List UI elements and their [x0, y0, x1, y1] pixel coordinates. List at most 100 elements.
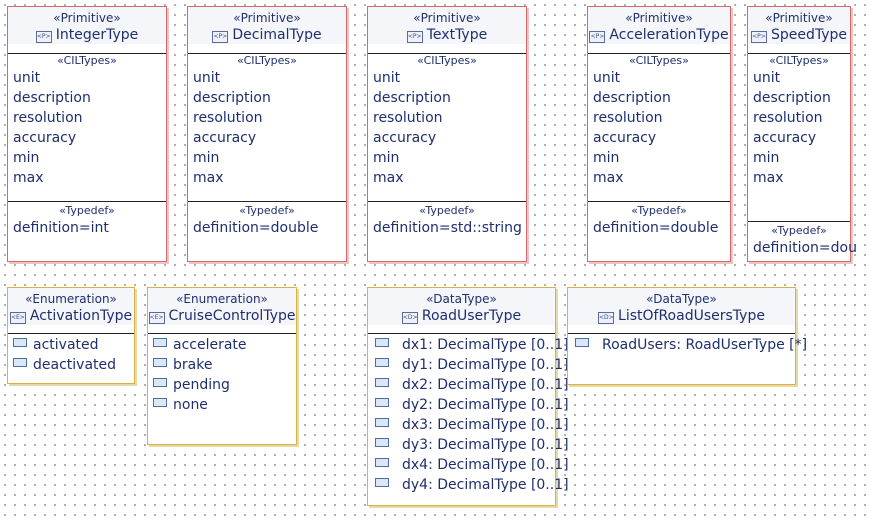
stereotype-label: «Primitive»: [413, 11, 481, 25]
typedef-definition[interactable]: definition=dou: [753, 240, 857, 256]
compartment-stereotype: «Typedef»: [419, 204, 475, 217]
class-name: IntegerType: [55, 27, 139, 43]
attribute-compartment: «CILTypes» unit description resolution a…: [588, 53, 730, 201]
typedef-definition[interactable]: definition=double: [193, 220, 319, 236]
primitive-decimal-type[interactable]: «Primitive» <P>DecimalType «CILTypes» un…: [187, 6, 347, 262]
attribute[interactable]: min: [373, 150, 400, 166]
attribute[interactable]: resolution: [373, 110, 443, 126]
typedef-compartment: «Typedef» definition=double: [188, 201, 346, 238]
attribute[interactable]: unit: [373, 70, 401, 86]
stereotype-label: «Primitive»: [765, 11, 833, 25]
property[interactable]: dy3: DecimalType [0..1]: [368, 435, 569, 455]
class-header: «DataType» <D>ListOfRoadUsersType: [568, 288, 795, 325]
compartment-stereotype: «CILTypes»: [417, 54, 477, 67]
attribute[interactable]: resolution: [193, 110, 263, 126]
property[interactable]: dx3: DecimalType [0..1]: [368, 415, 569, 435]
class-name: DecimalType: [232, 27, 322, 43]
attribute[interactable]: max: [753, 170, 784, 186]
attribute[interactable]: max: [193, 170, 224, 186]
attribute[interactable]: max: [13, 170, 44, 186]
datatype-icon: <D>: [401, 312, 418, 324]
attribute[interactable]: description: [593, 90, 671, 106]
property-compartment: dx1: DecimalType [0..1] dy1: DecimalType…: [368, 333, 569, 495]
compartment-stereotype: «CILTypes»: [629, 54, 689, 67]
stereotype-label: «Primitive»: [233, 11, 301, 25]
property[interactable]: dx4: DecimalType [0..1]: [368, 455, 569, 475]
enum-literal-icon: [13, 358, 27, 367]
class-name: SpeedType: [770, 27, 848, 43]
attribute[interactable]: resolution: [753, 110, 823, 126]
attribute[interactable]: accuracy: [593, 130, 657, 146]
enum-literal[interactable]: pending: [148, 375, 296, 395]
datatype-list-of-road-users-type[interactable]: «DataType» <D>ListOfRoadUsersType RoadUs…: [567, 287, 807, 385]
property[interactable]: dx2: DecimalType [0..1]: [368, 375, 569, 395]
primitive-speed-type[interactable]: «Primitive» <P>SpeedType «CILTypes» unit…: [747, 6, 857, 262]
attribute[interactable]: accuracy: [373, 130, 437, 146]
datatype-road-user-type[interactable]: «DataType» <D>RoadUserType dx1: DecimalT…: [367, 287, 569, 506]
attribute[interactable]: min: [753, 150, 780, 166]
attribute[interactable]: description: [753, 90, 831, 106]
property-icon: [375, 358, 389, 367]
class-header: «Enumeration» <E>ActivationType: [8, 288, 134, 325]
enum-literal[interactable]: none: [148, 395, 296, 415]
primitive-integer-type[interactable]: «Primitive» <P>IntegerType «CILTypes» un…: [7, 6, 167, 262]
attribute[interactable]: unit: [13, 70, 41, 86]
property-icon: [375, 438, 389, 447]
compartment-stereotype: «Typedef»: [771, 224, 827, 237]
primitive-acceleration-type[interactable]: «Primitive» <P>AccelerationType «CILType…: [587, 6, 731, 262]
enumeration-icon: <E>: [9, 312, 26, 324]
attribute[interactable]: accuracy: [753, 130, 817, 146]
class-name: RoadUserType: [421, 308, 522, 324]
attribute-compartment: «CILTypes» unit description resolution a…: [748, 53, 850, 221]
attribute[interactable]: unit: [753, 70, 781, 86]
attribute[interactable]: max: [593, 170, 624, 186]
attribute[interactable]: min: [13, 150, 40, 166]
property[interactable]: RoadUsers: RoadUserType [*]: [568, 335, 807, 355]
property-compartment: RoadUsers: RoadUserType [*]: [568, 333, 807, 355]
attribute[interactable]: accuracy: [13, 130, 77, 146]
enumeration-icon: <E>: [148, 312, 165, 324]
typedef-definition[interactable]: definition=std::string: [373, 220, 522, 236]
enum-literal[interactable]: brake: [148, 355, 296, 375]
enum-literal[interactable]: deactivated: [8, 355, 134, 375]
attribute[interactable]: description: [373, 90, 451, 106]
property-icon: [375, 458, 389, 467]
attribute[interactable]: max: [373, 170, 404, 186]
enum-literal[interactable]: accelerate: [148, 335, 296, 355]
class-header: «Primitive» <P>AccelerationType: [588, 7, 730, 44]
attribute[interactable]: description: [13, 90, 91, 106]
attribute[interactable]: unit: [593, 70, 621, 86]
attribute-compartment: «CILTypes» unit description resolution a…: [8, 53, 166, 201]
typedef-compartment: «Typedef» definition=dou: [748, 221, 857, 258]
compartment-stereotype: «Typedef»: [239, 204, 295, 217]
stereotype-label: «DataType»: [426, 292, 497, 306]
enum-literal-icon: [153, 398, 167, 407]
primitive-text-type[interactable]: «Primitive» <P>TextType «CILTypes» unit …: [367, 6, 527, 262]
attribute[interactable]: min: [193, 150, 220, 166]
stereotype-label: «Primitive»: [625, 11, 693, 25]
enum-literal-icon: [13, 338, 27, 347]
property[interactable]: dy2: DecimalType [0..1]: [368, 395, 569, 415]
attribute[interactable]: accuracy: [193, 130, 257, 146]
attribute[interactable]: description: [193, 90, 271, 106]
class-header: «Primitive» <P>DecimalType: [188, 7, 346, 44]
enumeration-activation-type[interactable]: «Enumeration» <E>ActivationType activate…: [7, 287, 135, 384]
attribute[interactable]: resolution: [593, 110, 663, 126]
property[interactable]: dy4: DecimalType [0..1]: [368, 475, 569, 495]
property-icon: [375, 378, 389, 387]
datatype-icon: <D>: [598, 312, 615, 324]
property[interactable]: dx1: DecimalType [0..1]: [368, 335, 569, 355]
attribute[interactable]: min: [593, 150, 620, 166]
stereotype-label: «DataType»: [646, 292, 717, 306]
attribute[interactable]: unit: [193, 70, 221, 86]
typedef-definition[interactable]: definition=double: [593, 220, 719, 236]
enum-literal[interactable]: activated: [8, 335, 134, 355]
attribute[interactable]: resolution: [13, 110, 83, 126]
literal-compartment: accelerate brake pending none: [148, 333, 296, 415]
class-name: CruiseControlType: [168, 308, 296, 324]
enum-literal-icon: [153, 338, 167, 347]
compartment-stereotype: «CILTypes»: [57, 54, 117, 67]
property[interactable]: dy1: DecimalType [0..1]: [368, 355, 569, 375]
typedef-definition[interactable]: definition=int: [13, 220, 109, 236]
enumeration-cruise-control-type[interactable]: «Enumeration» <E>CruiseControlType accel…: [147, 287, 297, 445]
